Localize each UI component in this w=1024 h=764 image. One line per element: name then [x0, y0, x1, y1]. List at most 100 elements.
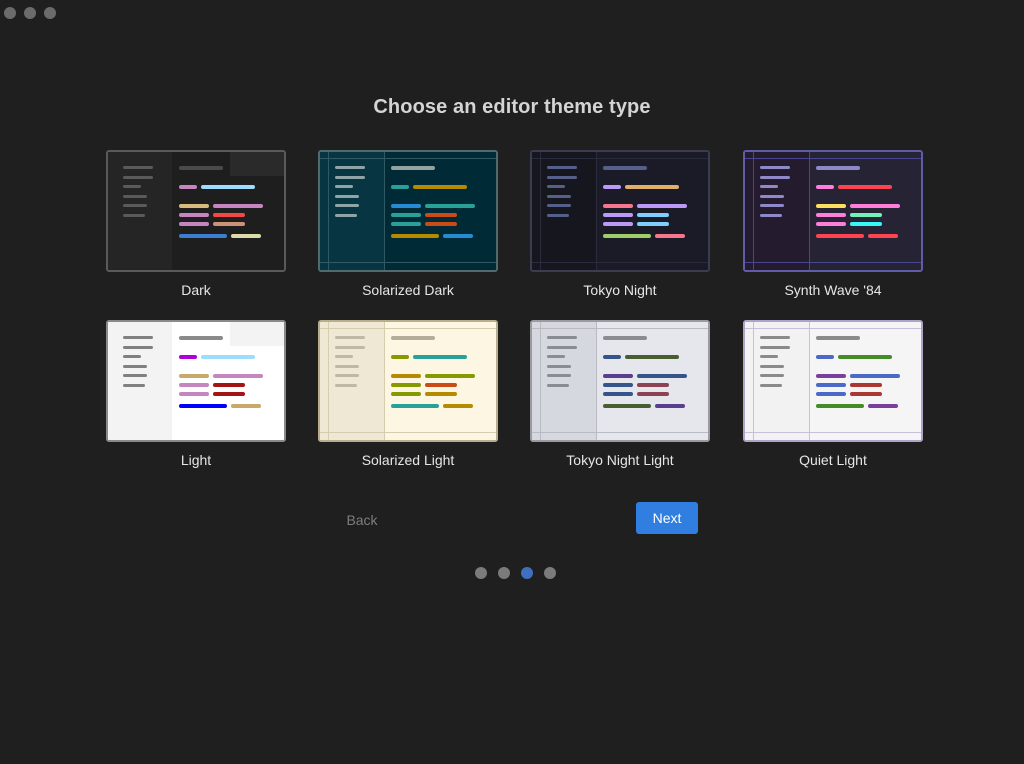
theme-card-label: Tokyo Night Light — [566, 452, 674, 468]
preview-code-token — [603, 204, 633, 208]
preview-code-token — [850, 213, 882, 217]
back-button[interactable]: Back — [330, 505, 394, 533]
preview-divider — [809, 322, 810, 440]
preview-code-token — [391, 355, 409, 359]
preview-sidebar-line — [335, 166, 365, 169]
preview-code-token — [655, 404, 685, 408]
theme-card-solarized-light[interactable]: Solarized Light — [318, 320, 498, 468]
preview-divider — [384, 152, 385, 270]
preview-header-line — [603, 166, 647, 170]
zoom-control[interactable] — [44, 7, 56, 19]
theme-card-quiet-light[interactable]: Quiet Light — [743, 320, 923, 468]
preview-code-token — [816, 204, 846, 208]
preview-header-line — [603, 336, 647, 340]
preview-code-token — [603, 222, 633, 226]
preview-divider — [532, 262, 708, 263]
preview-code-token — [425, 383, 457, 387]
theme-preview — [530, 150, 710, 272]
theme-card-light[interactable]: Light — [106, 320, 286, 468]
preview-code-token — [637, 213, 669, 217]
preview-code-token — [443, 234, 473, 238]
preview-sidebar — [108, 152, 172, 270]
preview-code-token — [655, 234, 685, 238]
preview-sidebar-line — [760, 214, 782, 217]
preview-divider — [532, 432, 708, 433]
preview-sidebar-line — [123, 374, 147, 377]
theme-preview — [106, 320, 286, 442]
theme-card-synth-wave-84[interactable]: Synth Wave '84 — [743, 150, 923, 298]
preview-header-line — [391, 166, 435, 170]
preview-sidebar-line — [760, 204, 784, 207]
preview-code-token — [816, 392, 846, 396]
preview-code-token — [850, 383, 882, 387]
preview-sidebar-line — [547, 346, 577, 349]
theme-card-dark[interactable]: Dark — [106, 150, 286, 298]
preview-code-token — [213, 213, 245, 217]
preview-sidebar — [320, 322, 384, 440]
theme-card-solarized-dark[interactable]: Solarized Dark — [318, 150, 498, 298]
preview-code-token — [816, 234, 864, 238]
theme-card-label: Dark — [181, 282, 211, 298]
preview-code-token — [213, 392, 245, 396]
preview-sidebar-line — [760, 185, 778, 188]
preview-code-token — [838, 185, 892, 189]
preview-sidebar-line — [123, 336, 153, 339]
preview-sidebar-line — [123, 204, 147, 207]
preview-code-token — [603, 355, 621, 359]
preview-code-token — [637, 383, 669, 387]
preview-code-token — [391, 204, 421, 208]
close-control[interactable] — [4, 7, 16, 19]
theme-preview — [743, 320, 923, 442]
preview-code-token — [816, 222, 846, 226]
preview-divider — [596, 152, 597, 270]
theme-card-tokyo-night-light[interactable]: Tokyo Night Light — [530, 320, 710, 468]
preview-code-token — [838, 355, 892, 359]
preview-sidebar-line — [335, 355, 353, 358]
preview-divider — [320, 328, 496, 329]
preview-sidebar-line — [547, 214, 569, 217]
preview-sidebar-line — [760, 374, 784, 377]
preview-editor — [385, 322, 496, 440]
pagination-dot[interactable] — [498, 567, 510, 579]
preview-sidebar-line — [547, 355, 565, 358]
preview-code-token — [868, 404, 898, 408]
preview-sidebar — [108, 322, 172, 440]
preview-code-token — [391, 185, 409, 189]
preview-code-token — [179, 383, 209, 387]
page-title: Choose an editor theme type — [373, 96, 651, 118]
theme-preview — [743, 150, 923, 272]
preview-header-line — [179, 166, 223, 170]
preview-code-token — [201, 355, 255, 359]
preview-code-token — [391, 374, 421, 378]
preview-header-line — [816, 336, 860, 340]
theme-preview — [106, 150, 286, 272]
preview-divider — [809, 152, 810, 270]
preview-code-token — [391, 383, 421, 387]
preview-sidebar-line — [335, 365, 359, 368]
preview-sidebar-line — [547, 166, 577, 169]
preview-code-token — [213, 204, 263, 208]
preview-sidebar-line — [547, 384, 569, 387]
preview-sidebar-line — [123, 214, 145, 217]
preview-code-token — [213, 222, 245, 226]
preview-sidebar-line — [760, 355, 778, 358]
preview-sidebar-line — [123, 346, 153, 349]
preview-sidebar-line — [123, 365, 147, 368]
minimize-control[interactable] — [24, 7, 36, 19]
window-controls — [4, 7, 56, 19]
preview-code-token — [603, 374, 633, 378]
preview-sidebar-line — [547, 374, 571, 377]
preview-code-token — [603, 213, 633, 217]
pagination-dot[interactable] — [521, 567, 533, 579]
preview-sidebar-line — [123, 185, 141, 188]
preview-sidebar-line — [760, 195, 784, 198]
pagination-dot[interactable] — [475, 567, 487, 579]
preview-divider — [320, 262, 496, 263]
theme-card-tokyo-night[interactable]: Tokyo Night — [530, 150, 710, 298]
pagination-dot[interactable] — [544, 567, 556, 579]
preview-code-token — [179, 204, 209, 208]
preview-divider — [745, 262, 921, 263]
preview-code-token — [637, 392, 669, 396]
preview-code-token — [603, 185, 621, 189]
next-button[interactable]: Next — [636, 502, 698, 534]
